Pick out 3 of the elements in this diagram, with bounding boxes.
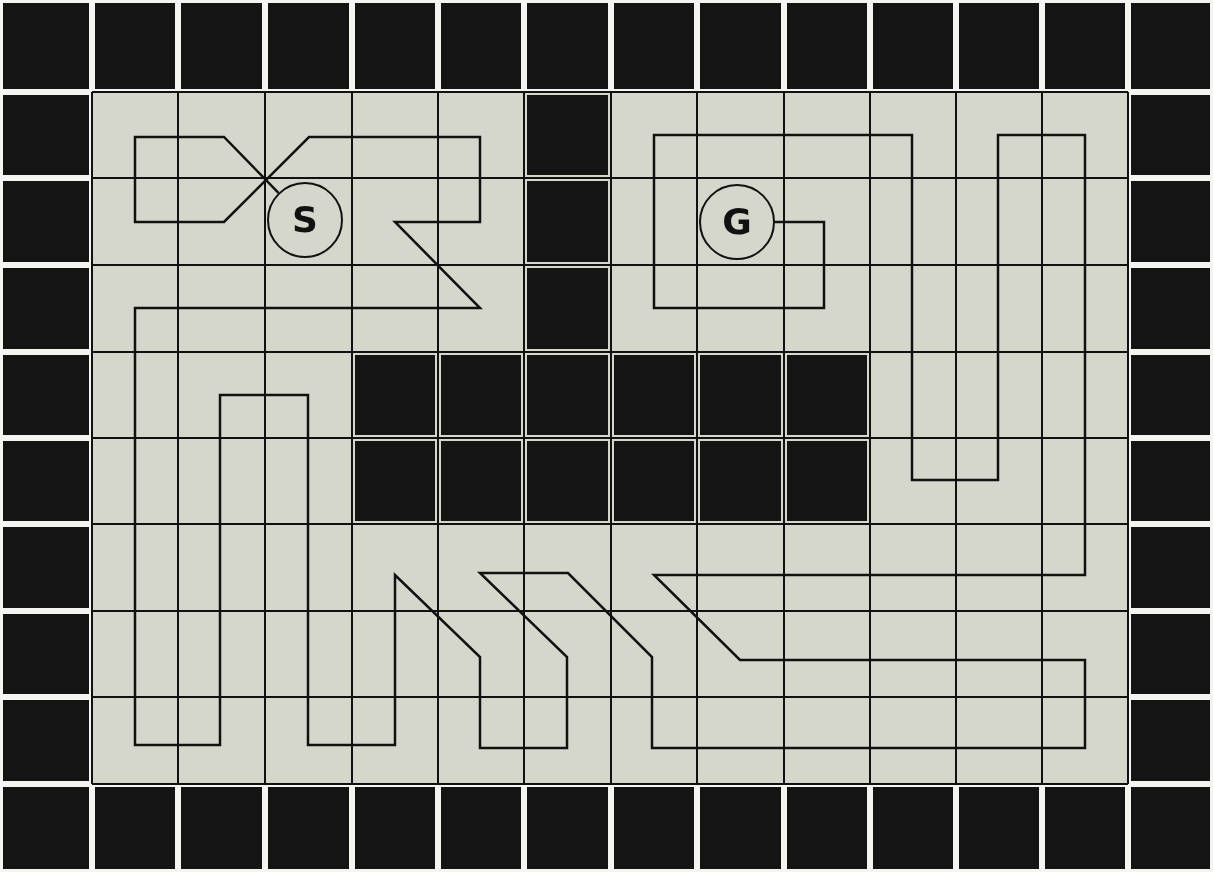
waypoint-letter: G <box>722 204 752 240</box>
route-path <box>133 133 1087 750</box>
waypoint-letter: S <box>292 202 318 238</box>
